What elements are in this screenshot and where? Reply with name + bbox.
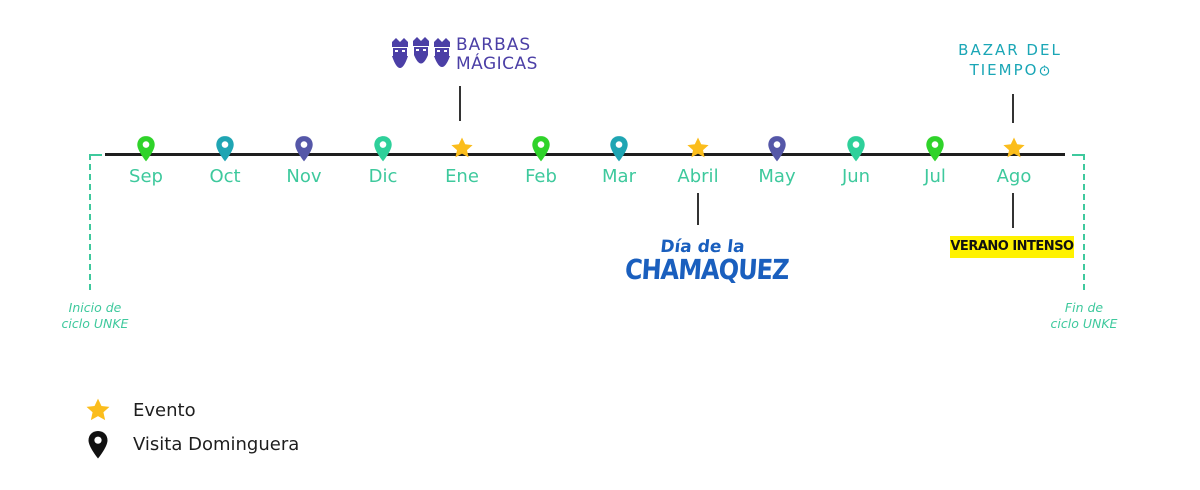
map-pin-icon-oct: [216, 136, 234, 162]
month-label-dic: Dic: [368, 166, 398, 187]
star-icon: [86, 398, 110, 421]
cycle-start-line2: ciclo UNKE: [61, 316, 129, 331]
month-label-jul: Jul: [924, 166, 946, 187]
bazar-line2: TIEMPO: [969, 61, 1039, 79]
barbas-connector: [459, 86, 461, 121]
legend-event: Evento: [85, 397, 196, 423]
barbas-line2: MÁGICAS: [456, 54, 538, 74]
map-pin-icon: [88, 431, 108, 459]
legend-event-label: Evento: [133, 399, 196, 421]
star-icon-ene: [451, 137, 473, 158]
month-label-feb: Feb: [525, 166, 557, 187]
legend-visit-label: Visita Dominguera: [133, 433, 300, 455]
map-pin-icon-jul: [926, 136, 944, 162]
cycle-end-line2: ciclo UNKE: [1050, 316, 1118, 331]
map-pin-icon-may: [768, 136, 786, 162]
barbas-magicas-logo: BARBAS MÁGICAS: [390, 36, 550, 80]
star-icon-abril: [687, 137, 709, 158]
month-label-jun: Jun: [841, 166, 871, 187]
star-icon-ago: [1003, 137, 1025, 158]
map-pin-icon-dic: [374, 136, 392, 162]
cycle-start-line1: Inicio de: [68, 300, 122, 315]
month-label-ene: Ene: [445, 166, 479, 187]
verano-intenso-badge: VERANO INTENSO: [950, 236, 1074, 258]
cycle-end-line1: Fin de: [1064, 300, 1104, 315]
cycle-start-bracket-top: [90, 154, 102, 156]
barbas-line1: BARBAS: [456, 35, 532, 55]
bazar-connector: [1012, 94, 1014, 123]
map-pin-icon-sep: [137, 136, 155, 162]
cycle-end-label: Fin de ciclo UNKE: [1034, 300, 1134, 332]
month-label-nov: Nov: [286, 166, 322, 187]
bazar-line1: BAZAR DEL: [958, 41, 1062, 59]
month-label-abril: Abril: [677, 166, 719, 187]
month-label-sep: Sep: [129, 166, 163, 187]
month-label-may: May: [758, 166, 796, 187]
timeline-axis: [105, 153, 1065, 156]
clock-icon: [1040, 65, 1050, 76]
cycle-end-bracket: [1083, 154, 1085, 290]
cycle-start-bracket: [89, 154, 91, 290]
bearded-kings-icon: [392, 37, 450, 68]
map-pin-icon-feb: [532, 136, 550, 162]
chamaquez-connector: [697, 193, 699, 225]
bazar-del-tiempo-logo: BAZAR DEL TIEMPO: [930, 40, 1090, 80]
month-label-oct: Oct: [209, 166, 241, 187]
verano-connector: [1012, 193, 1014, 228]
month-label-ago: Ago: [996, 166, 1032, 187]
cycle-start-label: Inicio de ciclo UNKE: [45, 300, 145, 332]
legend-visit: Visita Dominguera: [85, 428, 299, 460]
cycle-end-bracket-top: [1072, 154, 1084, 156]
chamaquez-logo: Día de la CHAMAQUEZ: [624, 237, 790, 287]
map-pin-icon-nov: [295, 136, 313, 162]
chamaquez-line2: CHAMAQUEZ: [624, 253, 790, 287]
month-label-mar: Mar: [602, 166, 636, 187]
map-pin-icon-mar: [610, 136, 628, 162]
map-pin-icon-jun: [847, 136, 865, 162]
